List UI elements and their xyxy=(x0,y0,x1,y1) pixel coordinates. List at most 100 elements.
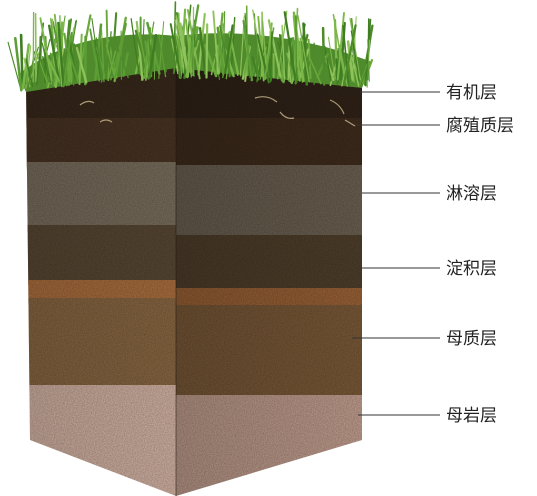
grass-blade xyxy=(105,9,110,82)
layer-labels: 有机层 腐殖质层 淋溶层 淀积层 母质层 母岩层 xyxy=(352,83,514,426)
grass-blade xyxy=(42,56,53,84)
grass-blade xyxy=(298,48,310,79)
grass-blade xyxy=(63,39,71,88)
grass-blade xyxy=(285,52,294,77)
soil-block-right-face xyxy=(176,60,362,496)
grass-blade xyxy=(7,41,21,87)
label-text: 有机层 xyxy=(446,83,497,103)
grass-blade xyxy=(350,30,360,82)
grass-blade xyxy=(292,14,301,82)
grass-blade xyxy=(47,58,62,84)
grass-blade xyxy=(335,58,339,86)
grass-blade xyxy=(302,22,309,86)
grass-blade xyxy=(256,33,270,84)
label-parent-material-layer: 母质层 xyxy=(352,329,497,349)
grass-top xyxy=(7,1,374,92)
grass-blade xyxy=(39,17,53,82)
grass-blade xyxy=(243,45,251,76)
grass-blade xyxy=(100,28,105,83)
label-bedrock-layer: 母岩层 xyxy=(358,406,497,426)
label-text: 淀积层 xyxy=(446,259,497,279)
grass-blade xyxy=(332,13,347,83)
grass-blade xyxy=(153,51,156,80)
grass-blade xyxy=(342,24,357,85)
grass-blade xyxy=(323,45,332,82)
grass-blade xyxy=(158,34,167,78)
grass-blade xyxy=(327,36,336,80)
grass-blade xyxy=(113,22,127,80)
grass-blade xyxy=(75,58,78,84)
grass-blade xyxy=(342,24,350,86)
grass-blade xyxy=(110,12,118,77)
grass-blade xyxy=(105,44,115,76)
grass-blade xyxy=(242,19,254,82)
grass-blade xyxy=(122,52,129,77)
grass-blade xyxy=(240,39,253,77)
soil-block-left-face xyxy=(26,60,176,496)
label-organic-layer: 有机层 xyxy=(360,83,497,103)
grass-blade xyxy=(14,37,23,92)
grass-blade xyxy=(287,52,292,83)
grass-blade xyxy=(346,40,354,81)
grass-blade xyxy=(339,21,346,81)
grass-blade xyxy=(177,38,182,74)
grass-blade xyxy=(205,23,209,79)
grass-blade xyxy=(336,11,345,81)
label-humus-layer: 腐殖质层 xyxy=(356,116,514,136)
grass-blade xyxy=(339,44,348,87)
grass-blade xyxy=(173,1,177,72)
grass-blade xyxy=(135,20,144,81)
grass-blade xyxy=(110,41,122,81)
label-text: 母岩层 xyxy=(446,406,497,426)
grass-blade xyxy=(138,32,149,80)
grass-blade xyxy=(89,28,101,82)
grass-blade xyxy=(165,35,168,73)
grass-blade xyxy=(34,12,37,83)
grass-blade xyxy=(56,44,71,86)
grass-blade xyxy=(105,41,111,80)
grass-blade xyxy=(281,24,286,79)
grass-blade xyxy=(299,37,303,79)
grass-blade xyxy=(321,26,326,86)
grass-blade xyxy=(108,50,117,77)
grass-blade xyxy=(75,46,88,84)
grass-blade xyxy=(277,41,288,80)
grass-blade xyxy=(95,37,103,79)
grass-blade xyxy=(349,17,361,81)
grass-blade xyxy=(148,33,158,80)
grass-blade xyxy=(367,39,370,82)
grass-blade xyxy=(35,49,48,82)
grass-blade xyxy=(38,35,42,85)
label-text: 腐殖质层 xyxy=(446,116,514,136)
grass-blade xyxy=(290,56,301,85)
grass-blade xyxy=(259,54,268,80)
grass-blade xyxy=(219,25,231,75)
grass-blade xyxy=(350,52,360,88)
grass-blade xyxy=(192,41,195,77)
label-illuvial-layer: 淀积层 xyxy=(362,259,497,279)
grass-blade xyxy=(216,26,225,75)
grass-blade xyxy=(225,22,235,80)
label-text: 母质层 xyxy=(446,329,497,349)
grass-blade xyxy=(198,26,207,75)
grass-blade xyxy=(186,37,192,78)
grass-blade xyxy=(25,58,34,88)
grass-blade xyxy=(115,43,129,79)
grass-blade xyxy=(358,63,368,87)
grass-blade xyxy=(269,31,273,83)
grass-blade xyxy=(28,47,42,85)
label-eluvial-layer: 淋溶层 xyxy=(362,184,497,204)
grass-blade xyxy=(297,14,310,83)
grass-blade xyxy=(283,11,297,80)
grass-blade xyxy=(224,24,234,74)
label-text: 淋溶层 xyxy=(446,184,497,204)
grass-blade xyxy=(26,55,29,86)
root-fragments xyxy=(79,96,356,127)
grass-blade xyxy=(57,21,65,88)
grass-blade xyxy=(130,18,140,75)
grass-blade xyxy=(19,33,24,87)
grass-blade xyxy=(308,56,322,85)
grass-blade xyxy=(212,10,220,75)
grass-blade xyxy=(169,23,182,79)
